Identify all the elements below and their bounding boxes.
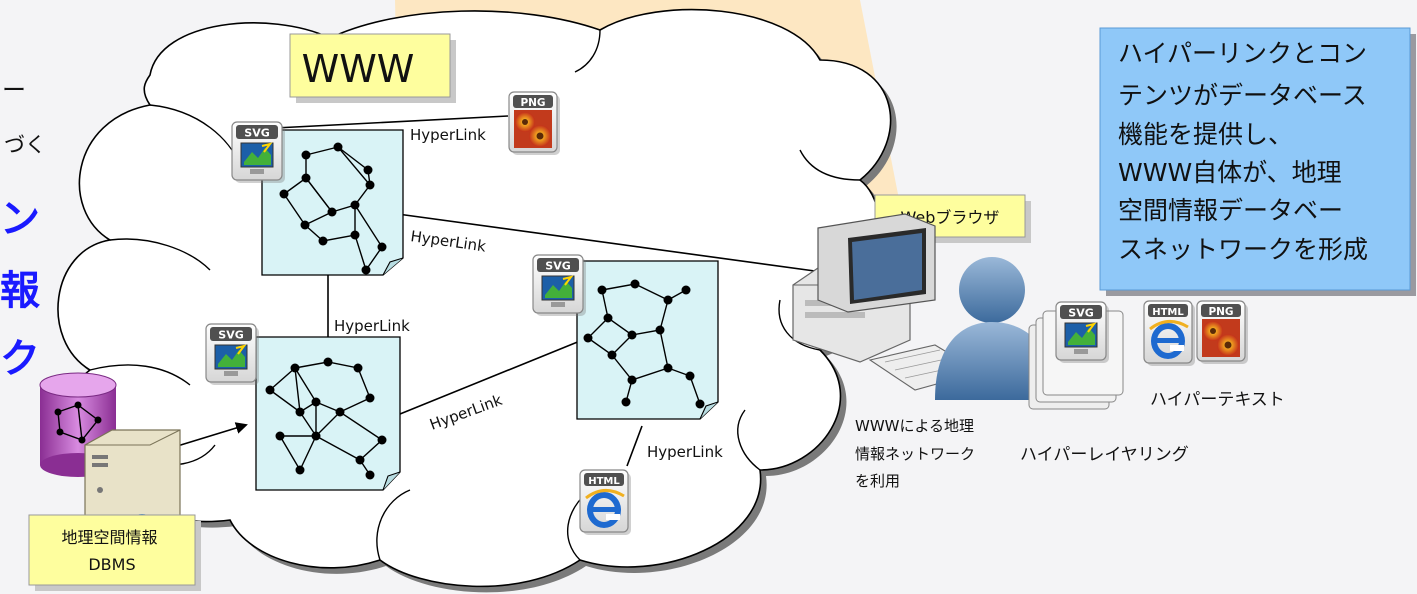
map-sheet-c (576, 260, 719, 420)
dbms-label-box: 地理空間情報 DBMS (28, 514, 201, 591)
hypertext-label: ハイパーテキスト (1150, 390, 1285, 410)
png-layer-icon (1196, 300, 1249, 365)
html-doc-icon (580, 470, 631, 535)
callout-line-3: 機能を提供し、 (1118, 120, 1293, 149)
callout-line-5: 空間情報データベー (1118, 196, 1343, 225)
browser-caption-line-3: を利用 (855, 472, 900, 490)
user-person-icon (935, 257, 1055, 400)
callout-line-6: スネットワークを形成 (1118, 235, 1368, 264)
hyperlayering-label: ハイパーレイヤリング (1020, 445, 1189, 465)
svg-doc-icon-a (231, 121, 286, 184)
www-title: WWW (302, 47, 415, 91)
hyperlink-label-top: HyperLink (410, 126, 486, 144)
left-partial-dash: ー (2, 76, 26, 104)
svg-text:WWWによる地理 情報ネットワーク を利用: WWWによる地理 情報ネットワーク を利用 (855, 417, 980, 490)
browser-caption-line-2: 情報ネットワーク (855, 445, 975, 463)
www-title-box: WWW (289, 33, 456, 103)
callout-line-4: WWW自体が、地理 (1118, 158, 1342, 187)
browser-caption-line-1: WWWによる地理 (855, 417, 974, 435)
left-partial-big-2: 報 (0, 268, 40, 314)
svg-text:ハイパーリンクとコン テンツがデータベース: ハイパーリンクとコン テンツがデータベース 機能を提供し、 WWW自体が、地理 … (1118, 39, 1375, 264)
svg-text:地理空間情報 DBMS: 地理空間情報 DBMS (61, 528, 162, 574)
hyperlink-label-html: HyperLink (647, 443, 723, 461)
map-sheet-b (255, 336, 401, 491)
left-partial-big-3: ク (0, 336, 40, 382)
html-layer-icon (1144, 301, 1195, 366)
svg-doc-icon-c (532, 254, 587, 317)
callout-box: ハイパーリンクとコン テンツがデータベース 機能を提供し、 WWW自体が、地理 … (1099, 27, 1416, 296)
callout-line-1: ハイパーリンクとコン (1118, 39, 1367, 68)
dbms-label-line-1: 地理空間情報 (61, 528, 157, 547)
left-partial-big-1: ン (0, 196, 40, 242)
callout-line-2: テンツがデータベース (1118, 81, 1367, 110)
svg-layer-icon (1055, 301, 1110, 364)
www-cloud (57, 8, 897, 593)
hyperlink-label-vertical: HyperLink (334, 317, 410, 335)
dbms-label-line-2: DBMS (88, 555, 135, 574)
map-sheet-a (261, 129, 404, 276)
svg-doc-icon-b (205, 323, 260, 386)
left-partial-sub: づく (4, 133, 46, 157)
png-doc-icon (508, 91, 561, 156)
